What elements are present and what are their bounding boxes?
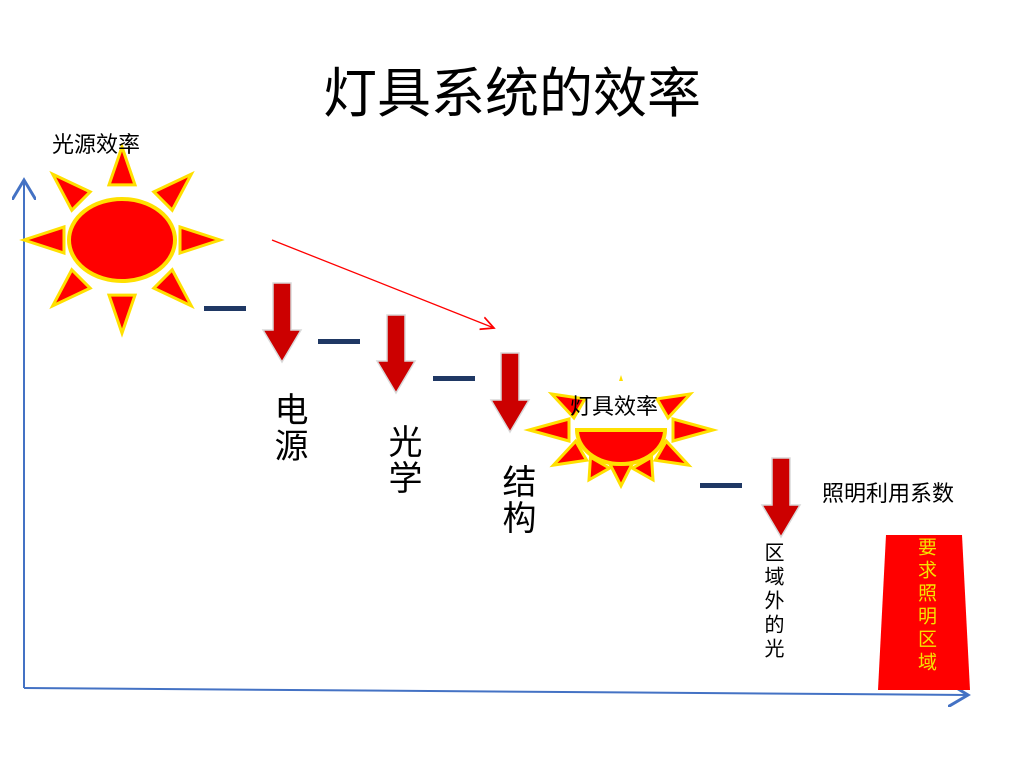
sun-ray bbox=[652, 438, 693, 468]
sun-ray bbox=[671, 417, 719, 443]
sun-ray bbox=[178, 224, 225, 256]
sun-ray bbox=[106, 142, 138, 187]
sun-ray bbox=[607, 462, 635, 490]
loss-dash-2 bbox=[318, 339, 360, 344]
down-arrow-1 bbox=[261, 282, 303, 364]
light-outside-area-label: 区域外的光 bbox=[761, 542, 785, 662]
light-source-efficiency-label: 光源效率 bbox=[52, 133, 141, 158]
sun-body bbox=[574, 428, 668, 466]
optics-label: 光学 bbox=[382, 424, 422, 496]
sun-body bbox=[66, 197, 178, 283]
sun-ray bbox=[523, 417, 571, 443]
sun-ray bbox=[151, 170, 195, 213]
loss-dash-4 bbox=[700, 483, 742, 488]
sun-ray bbox=[587, 454, 613, 483]
luminaire-half-sun-icon bbox=[523, 375, 719, 490]
loss-dash-3 bbox=[433, 376, 475, 381]
luminaire-efficiency-label: 灯具效率 bbox=[570, 395, 659, 420]
sun-ray bbox=[49, 170, 93, 213]
sun-ray-tip bbox=[619, 375, 623, 381]
sun-ray bbox=[547, 391, 588, 421]
down-arrow-2 bbox=[375, 314, 417, 395]
sun-ray bbox=[654, 391, 695, 421]
structure-label: 结构 bbox=[496, 464, 536, 536]
down-arrow-3 bbox=[489, 352, 531, 434]
sun-ray bbox=[549, 438, 590, 468]
power-supply-label: 电源 bbox=[268, 392, 308, 464]
efficiency-trend-arrow bbox=[271, 239, 494, 328]
sun-ray bbox=[151, 267, 195, 310]
sun-ray bbox=[629, 454, 655, 483]
loss-dash-1 bbox=[204, 306, 246, 311]
required-area-shape bbox=[878, 535, 970, 690]
light-source-sun-icon bbox=[19, 142, 225, 338]
utilization-factor-label: 照明利用系数 bbox=[822, 482, 955, 507]
down-arrow-4 bbox=[760, 457, 802, 539]
required-area-label: 要求照明区域 bbox=[915, 537, 937, 675]
page-title: 灯具系统的效率 bbox=[323, 62, 701, 125]
sun-ray bbox=[49, 267, 93, 310]
x-axis bbox=[23, 688, 968, 695]
sun-ray bbox=[106, 293, 138, 338]
sun-ray bbox=[19, 224, 66, 256]
